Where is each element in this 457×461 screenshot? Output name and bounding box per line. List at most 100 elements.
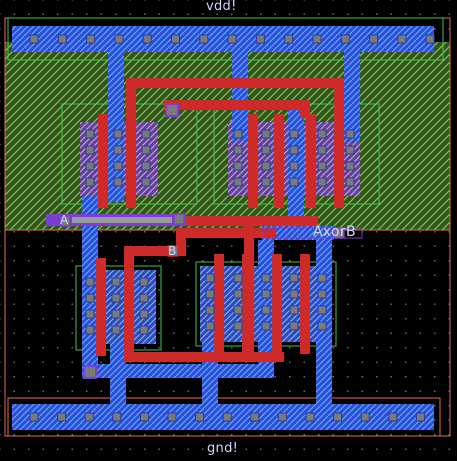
pdiff-contact xyxy=(85,129,95,139)
ndiff-contact xyxy=(317,289,327,299)
m1-strap-2[interactable] xyxy=(232,52,248,142)
poly-gate-8[interactable] xyxy=(124,250,134,356)
poly-route-e[interactable] xyxy=(124,352,284,362)
poly-route-top[interactable] xyxy=(126,78,344,88)
poly-gate-6[interactable] xyxy=(334,114,344,208)
m1-strap-7[interactable] xyxy=(316,342,332,404)
poly-gate-9[interactable] xyxy=(214,254,224,354)
pdiff-contact xyxy=(85,161,95,171)
ndiff-contact xyxy=(317,305,327,315)
poly-gate-2[interactable] xyxy=(126,114,136,208)
poly-route-d[interactable] xyxy=(176,228,276,238)
pdiff-contact xyxy=(113,161,123,171)
m1-strap-3[interactable] xyxy=(344,52,360,142)
ndiff-contact xyxy=(111,309,121,319)
input-a-label: A xyxy=(60,213,69,227)
ndiff-contact xyxy=(205,273,215,283)
vdd-rail-contact xyxy=(397,34,407,44)
poly-route-f[interactable] xyxy=(244,226,254,356)
vdd-rail-contact xyxy=(340,34,350,44)
ndiff-contact xyxy=(233,273,243,283)
pdiff-contact xyxy=(261,161,271,171)
gnd-rail-contact xyxy=(250,412,260,422)
pdiff-contact xyxy=(85,145,95,155)
pdiff-contact xyxy=(289,161,299,171)
vdd-rail-contact xyxy=(284,34,294,44)
vdd-rail[interactable] xyxy=(12,26,434,52)
ndiff-contact xyxy=(289,321,299,331)
m2-input-a-hatch xyxy=(72,217,172,223)
pdiff-contact xyxy=(345,129,355,139)
ndiff-contact xyxy=(111,293,121,303)
poly-gate-1[interactable] xyxy=(98,114,108,208)
gnd-rail-contact xyxy=(167,412,177,422)
vdd-rail-contact xyxy=(312,34,322,44)
poly-route-topleft[interactable] xyxy=(126,78,136,118)
m2-output[interactable] xyxy=(261,227,363,239)
pdiff-contact xyxy=(233,145,243,155)
poly-route-a[interactable] xyxy=(98,216,318,226)
poly-route-mid[interactable] xyxy=(164,100,310,110)
via-b[interactable] xyxy=(167,245,179,257)
vdd-rail-contact xyxy=(425,34,435,44)
pdiff-contact xyxy=(317,161,327,171)
ndiff-contact xyxy=(111,325,121,335)
poly-gate-4[interactable] xyxy=(274,114,284,208)
vdd-rail-contact xyxy=(29,34,39,44)
vdd-rail-contact xyxy=(86,34,96,44)
ndiff-contact xyxy=(85,309,95,319)
pdiff-contact xyxy=(141,129,151,139)
pdiff-contact xyxy=(261,177,271,187)
ndiff-contact xyxy=(233,289,243,299)
pdiff-contact xyxy=(317,129,327,139)
vdd-rail-contact xyxy=(142,34,152,44)
poly-gate-7[interactable] xyxy=(96,258,106,356)
vdd-rail-contact xyxy=(369,34,379,44)
poly-route-c[interactable] xyxy=(176,228,186,256)
poly-gate-5[interactable] xyxy=(306,114,316,208)
ndiff-contact xyxy=(111,277,121,287)
ndiff-contact xyxy=(205,321,215,331)
via-a-end[interactable] xyxy=(173,213,185,225)
ndiff-contact xyxy=(289,289,299,299)
gnd-rail-contact xyxy=(277,412,287,422)
via-top[interactable] xyxy=(165,103,179,117)
pdiff-contact xyxy=(113,145,123,155)
via-bottom[interactable] xyxy=(83,365,97,379)
gnd-rail-contact xyxy=(388,412,398,422)
ndiff-contact xyxy=(289,305,299,315)
ndiff-contact xyxy=(261,321,271,331)
poly-gate-12[interactable] xyxy=(300,254,310,354)
gnd-tap-outline xyxy=(7,397,441,437)
poly-route-b[interactable] xyxy=(124,246,186,256)
gnd-rail-contact xyxy=(222,412,232,422)
pdiff-contact xyxy=(233,129,243,139)
pdiff-contact xyxy=(317,145,327,155)
vdd-rail-contact xyxy=(255,34,265,44)
ndiff-contact xyxy=(261,273,271,283)
ndiff-contact xyxy=(205,289,215,299)
poly-route-mid-r[interactable] xyxy=(300,100,310,118)
vdd-tap-outline xyxy=(7,17,444,61)
m1-output-vert[interactable] xyxy=(316,226,332,346)
poly-gate-11[interactable] xyxy=(272,254,282,354)
ndiff-contact xyxy=(289,273,299,283)
m1-link-b[interactable] xyxy=(82,364,272,378)
pdiff-contact xyxy=(261,129,271,139)
ndiff-contact xyxy=(139,277,149,287)
nwell-region[interactable] xyxy=(5,42,450,230)
ndiff-contact xyxy=(85,293,95,303)
gnd-rail-contact xyxy=(84,412,94,422)
via-a[interactable] xyxy=(59,215,71,227)
poly-route-topright[interactable] xyxy=(334,78,344,118)
ndiff-contact xyxy=(317,321,327,331)
pdiff-contact xyxy=(289,177,299,187)
pdiff-contact xyxy=(289,129,299,139)
vdd-rail-contact xyxy=(199,34,209,44)
poly-gate-3[interactable] xyxy=(248,114,258,208)
via-out[interactable] xyxy=(333,227,345,239)
gnd-rail-contact xyxy=(57,412,67,422)
ndiff-contact xyxy=(233,321,243,331)
ndiff-contact xyxy=(261,305,271,315)
